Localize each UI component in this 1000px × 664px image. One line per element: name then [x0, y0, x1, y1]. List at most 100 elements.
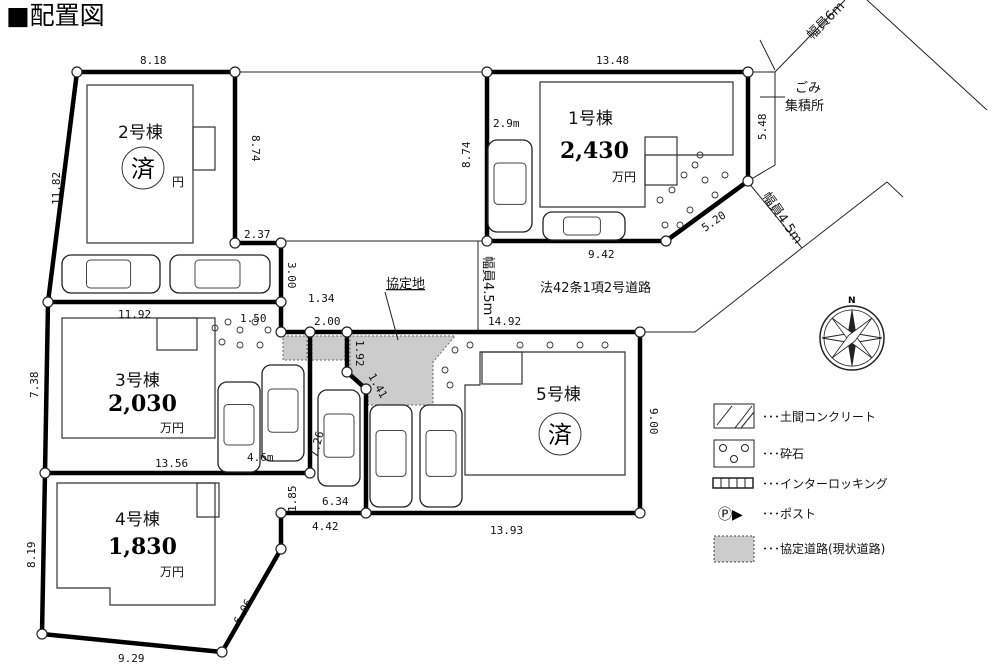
lot-2-name: 2号棟 [118, 123, 163, 143]
boundary-point [341, 326, 353, 338]
gravel-icon [601, 341, 609, 349]
boundary-point [275, 543, 287, 555]
building-labels: 2号棟 済 円 1号棟 2,430 万円 3号棟 2,030 万円 4号棟 1,… [108, 109, 636, 579]
boundary-point [660, 235, 672, 247]
dimension-label: 7.38 [28, 372, 41, 399]
gravel-icon [441, 366, 449, 374]
house-3 [61, 317, 216, 439]
lot-4-name: 4号棟 [115, 510, 160, 530]
gravel-icon [451, 346, 459, 354]
legend-label: ･･･協定道路(現状道路) [762, 541, 885, 556]
boundary-point [634, 326, 646, 338]
dimension-label: 11.82 [50, 172, 63, 205]
car-icon [487, 139, 533, 233]
boundary-point [71, 66, 83, 78]
legend-label: ･･･砕石 [762, 446, 804, 461]
gravel-icon [256, 341, 264, 349]
road-type-label: 法42条1項2号道路 [540, 280, 651, 296]
compass-north: N [848, 296, 856, 306]
legend-gravel-icon [713, 439, 755, 468]
lot-5-boundary [347, 329, 643, 516]
boundary-point [304, 326, 316, 338]
gravel-icon [236, 341, 244, 349]
compass-icon: N [819, 296, 885, 371]
gravel-icon [224, 318, 232, 326]
lot-1-name: 1号棟 [568, 109, 613, 129]
boundary-point [360, 383, 372, 395]
gravel-icon [251, 318, 259, 326]
dimension-label: 1.50 [240, 312, 267, 325]
boundary-point [634, 507, 646, 519]
boundary-point [360, 507, 372, 519]
lot-boundaries [36, 66, 754, 658]
boundary-point [229, 66, 241, 78]
lot-3-unit: 万円 [160, 421, 184, 435]
gravel-icon [668, 186, 676, 194]
legend-concrete-icon [713, 403, 755, 429]
page-title: ■配置図 [6, 1, 105, 30]
car-icon [369, 404, 413, 508]
car-icon [419, 404, 463, 508]
gravel-icon [576, 341, 584, 349]
lot-4-unit: 万円 [160, 565, 184, 579]
gravel-icon [546, 341, 554, 349]
dimension-label: 1.92 [353, 340, 366, 367]
car-icon [317, 389, 361, 487]
road-width-east: 幅員4.5m [759, 190, 805, 247]
lot-1-boundary [484, 69, 751, 244]
gravel-icon [680, 171, 688, 179]
boundary-point [275, 326, 287, 338]
dimension-label: 8.19 [25, 542, 38, 569]
gravel-icon [711, 191, 719, 199]
gravel-icon [466, 341, 474, 349]
dimension-label: 3.00 [285, 262, 298, 289]
agreement-land-label: 協定地 [386, 277, 425, 292]
dimension-label: 9.42 [588, 248, 615, 261]
legend-label: ･･･インターロッキング [762, 477, 888, 491]
boundary-point [275, 237, 287, 249]
dimension-label: 6.06 [231, 597, 255, 627]
dimension-label: 4.6m [247, 451, 274, 464]
legend-label: ･･･土間コンクリート [762, 410, 876, 424]
lot-5-name: 5号棟 [536, 385, 581, 405]
garbage-label-2: 集積所 [785, 98, 824, 114]
gravel-icon [446, 381, 454, 389]
car-icon [169, 254, 271, 294]
lot-1-price: 2,430 [560, 138, 629, 164]
lot-4-price: 1,830 [108, 534, 177, 560]
boundary-point [36, 628, 48, 640]
legend: ･･･土間コンクリート ･･･砕石 ･･･インターロッキング Ⓟ▶ ･･･ポスト… [712, 403, 888, 563]
dimension-label: 5.48 [756, 114, 769, 141]
dimension-label: 13.93 [490, 524, 523, 537]
gravel-icon [686, 206, 694, 214]
dimension-label: 1.85 [286, 486, 299, 513]
gravel-icon [218, 338, 226, 346]
gravel-icon [691, 161, 699, 169]
gravel-icon [701, 176, 709, 184]
boundary-point [742, 66, 754, 78]
gravel-icon [236, 326, 244, 334]
lot-2-status: 済 [131, 155, 155, 183]
lot-3-price: 2,030 [108, 391, 177, 417]
boundary-point [275, 296, 287, 308]
boundary-point [216, 646, 228, 658]
dimension-label: 13.48 [596, 54, 629, 67]
gravel-icon [696, 151, 704, 159]
boundary-point [42, 296, 54, 308]
legend-label: ･･･ポスト [762, 507, 816, 521]
boundary-point [39, 467, 51, 479]
lot-1-unit: 万円 [612, 170, 636, 184]
legend-agreement-road-icon [713, 535, 755, 563]
road-lines [235, 0, 988, 333]
legend-interlocking-icon [712, 477, 754, 489]
car-icon [61, 254, 161, 294]
dimension-label: 13.56 [155, 457, 188, 470]
dimension-label: 4.42 [312, 520, 339, 533]
dimension-label: 9.29 [118, 652, 145, 664]
gravel-icon [264, 326, 272, 334]
dimension-label: 1.34 [308, 292, 335, 305]
dimension-label: 8.18 [140, 54, 167, 67]
lot-3-name: 3号棟 [115, 371, 160, 391]
car-icon [542, 211, 626, 241]
